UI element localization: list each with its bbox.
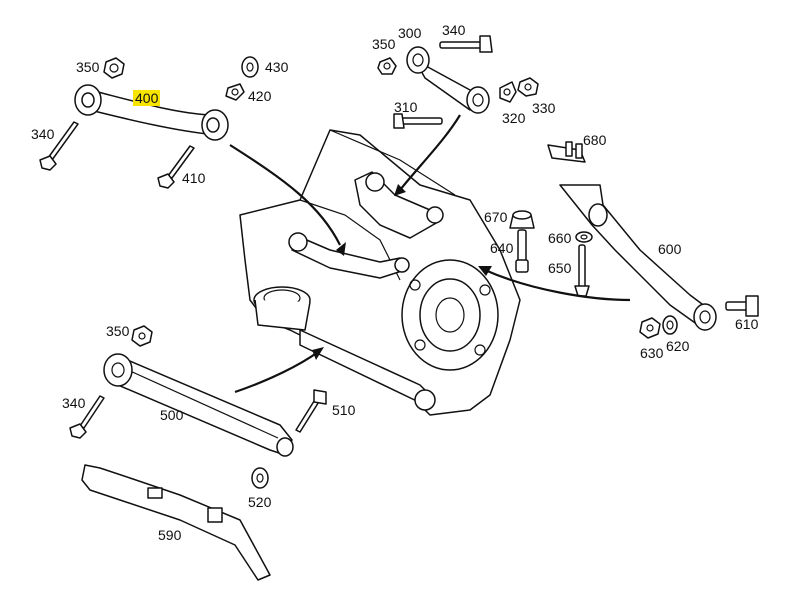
label-340-c: 340 xyxy=(62,395,86,411)
nut-630[interactable] xyxy=(639,317,661,339)
bracket-680[interactable] xyxy=(547,141,586,163)
label-670: 670 xyxy=(484,209,508,225)
label-680: 680 xyxy=(583,132,607,148)
label-330: 330 xyxy=(532,100,556,116)
label-600: 600 xyxy=(658,241,682,257)
label-350-b: 350 xyxy=(372,36,396,52)
label-350-c: 350 xyxy=(106,323,130,339)
arrow-400-to-carrier xyxy=(229,144,346,256)
bolt-340-a[interactable] xyxy=(39,121,79,171)
nut-520[interactable] xyxy=(251,467,269,489)
nut-330[interactable] xyxy=(517,77,539,97)
arrow-500-to-carrier xyxy=(234,347,324,394)
bolt-410[interactable] xyxy=(157,145,195,189)
label-650: 650 xyxy=(548,260,572,276)
label-340-a: 340 xyxy=(31,126,55,142)
bushing-670[interactable] xyxy=(509,210,535,229)
label-630: 630 xyxy=(640,345,664,361)
label-300: 300 xyxy=(398,25,422,41)
nut-350-b[interactable] xyxy=(377,57,397,75)
nut-350-a[interactable] xyxy=(103,57,125,79)
label-430: 430 xyxy=(265,59,289,75)
washer-660[interactable] xyxy=(575,231,593,243)
label-400-highlighted[interactable]: 400 xyxy=(133,90,161,106)
control-arm-500[interactable] xyxy=(103,353,294,457)
label-640: 640 xyxy=(490,240,514,256)
bolt-640[interactable] xyxy=(515,229,529,273)
label-660: 660 xyxy=(548,230,572,246)
bolt-310[interactable] xyxy=(393,113,443,129)
label-590: 590 xyxy=(158,527,182,543)
control-arm-600[interactable] xyxy=(559,184,717,331)
label-350-a: 350 xyxy=(76,59,100,75)
label-510: 510 xyxy=(332,402,356,418)
wheel-carrier-assembly xyxy=(239,129,521,416)
label-320: 320 xyxy=(502,110,526,126)
label-520: 520 xyxy=(248,494,272,510)
arrow-600-to-carrier xyxy=(478,266,631,302)
bolt-610[interactable] xyxy=(725,295,759,317)
label-410: 410 xyxy=(182,170,206,186)
washer-620[interactable] xyxy=(662,315,678,335)
bolt-340-b[interactable] xyxy=(439,35,493,53)
label-620: 620 xyxy=(666,338,690,354)
washer-420[interactable] xyxy=(225,83,245,101)
washer-320[interactable] xyxy=(499,81,517,103)
arrow-300-to-carrier xyxy=(394,114,461,196)
control-arm-300[interactable] xyxy=(406,46,490,114)
control-arm-400[interactable] xyxy=(74,84,229,141)
label-610: 610 xyxy=(735,316,759,332)
cover-590[interactable] xyxy=(81,464,271,581)
label-500: 500 xyxy=(160,407,184,423)
label-340-b: 340 xyxy=(442,22,466,38)
washer-430[interactable] xyxy=(241,56,259,78)
bolt-510[interactable] xyxy=(295,389,327,433)
bolt-650[interactable] xyxy=(574,244,590,297)
nut-350-c[interactable] xyxy=(131,325,153,347)
label-310: 310 xyxy=(394,99,418,115)
label-420: 420 xyxy=(248,88,272,104)
bolt-340-c[interactable] xyxy=(69,395,105,439)
